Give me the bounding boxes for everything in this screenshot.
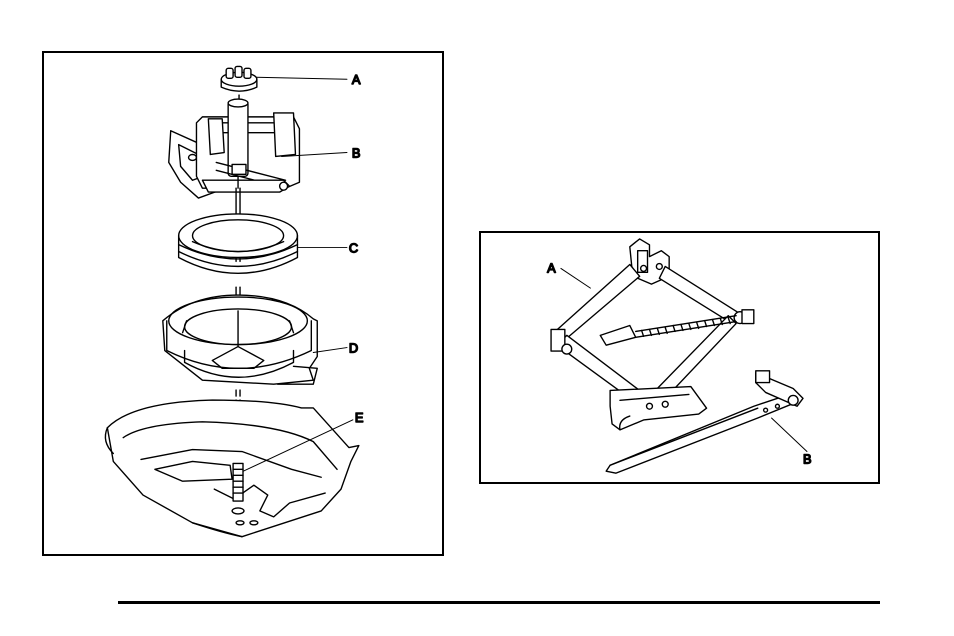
page-divider-rule [118, 601, 880, 604]
wing-nut-part [221, 66, 257, 103]
jack-tray-part [163, 295, 317, 384]
scissor-jack-drawing: A B [481, 233, 878, 482]
scissor-jack-illustration: A B [479, 231, 880, 484]
folded-jack-part [169, 99, 300, 198]
scissor-arms [551, 264, 754, 398]
callout-d-label: D [349, 341, 358, 356]
jack-storage-exploded-illustration: A B C D E [42, 51, 444, 556]
jack-storage-drawing: A B C D E [44, 53, 442, 554]
jack-base [610, 387, 706, 430]
callout-a-label: A [547, 260, 556, 275]
callout-e-label: E [355, 410, 364, 425]
callout-a-label: A [352, 72, 361, 87]
callout-c-label: C [349, 241, 358, 256]
spacer-ring-part [179, 214, 298, 273]
tire-well-part [105, 400, 358, 537]
callout-b-label: B [352, 145, 361, 160]
callout-b-label: B [803, 451, 812, 466]
